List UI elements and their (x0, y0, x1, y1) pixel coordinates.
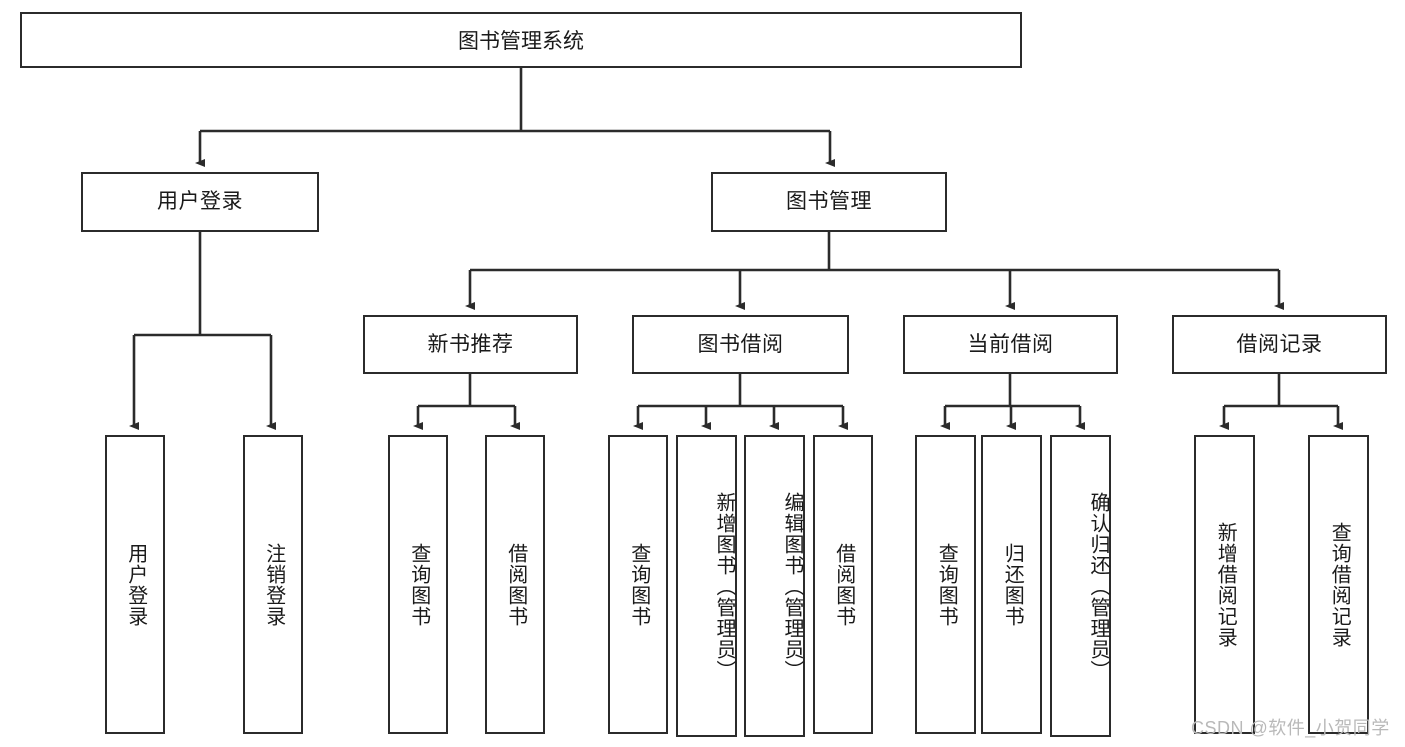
node-leaf-query-book-3[interactable]: 查询图书 (915, 435, 976, 734)
node-leaf-borrow-book-1[interactable]: 借阅图书 (485, 435, 545, 734)
node-leaf-borrow-book-2-label: 借阅图书 (832, 542, 855, 627)
node-leaf-borrow-book-1-label: 借阅图书 (504, 542, 527, 627)
node-current-borrow-label: 当前借阅 (967, 332, 1054, 356)
node-leaf-add-book-label: 新增图书（管理员） (713, 491, 735, 681)
node-leaf-logout[interactable]: 注销登录 (243, 435, 303, 734)
node-leaf-add-record-label: 新增借阅记录 (1214, 521, 1237, 648)
node-new-book-recommend-label: 新书推荐 (427, 332, 514, 356)
node-borrow-record-label: 借阅记录 (1236, 332, 1323, 356)
node-leaf-confirm-return[interactable]: 确认归还（管理员） (1050, 435, 1111, 737)
node-leaf-query-book-1-label: 查询图书 (407, 542, 430, 627)
node-leaf-add-book[interactable]: 新增图书（管理员） (676, 435, 737, 737)
node-leaf-return-book-label: 归还图书 (1001, 542, 1024, 627)
node-leaf-query-book-3-label: 查询图书 (935, 542, 958, 627)
node-book-management[interactable]: 图书管理 (711, 172, 947, 232)
node-leaf-user-login[interactable]: 用户登录 (105, 435, 165, 734)
node-leaf-edit-book-label: 编辑图书（管理员） (781, 491, 803, 681)
node-leaf-query-book-1[interactable]: 查询图书 (388, 435, 448, 734)
node-leaf-query-book-2-label: 查询图书 (627, 542, 650, 627)
node-leaf-add-record[interactable]: 新增借阅记录 (1194, 435, 1255, 734)
node-leaf-user-login-label: 用户登录 (124, 542, 147, 627)
node-book-management-label: 图书管理 (786, 190, 872, 214)
node-leaf-confirm-return-label: 确认归还（管理员） (1087, 491, 1109, 681)
node-root-label: 图书管理系统 (458, 30, 584, 53)
csdn-watermark: CSDN @软件_小贺同学 (1191, 718, 1390, 738)
node-leaf-return-book[interactable]: 归还图书 (981, 435, 1042, 734)
node-new-book-recommend[interactable]: 新书推荐 (363, 315, 578, 374)
node-book-borrow[interactable]: 图书借阅 (632, 315, 849, 374)
node-root[interactable]: 图书管理系统 (20, 12, 1022, 68)
node-leaf-borrow-book-2[interactable]: 借阅图书 (813, 435, 873, 734)
node-leaf-query-record[interactable]: 查询借阅记录 (1308, 435, 1369, 734)
node-leaf-query-record-label: 查询借阅记录 (1328, 521, 1351, 648)
node-leaf-logout-label: 注销登录 (262, 542, 285, 627)
node-user-login[interactable]: 用户登录 (81, 172, 319, 232)
node-borrow-record[interactable]: 借阅记录 (1172, 315, 1387, 374)
node-leaf-query-book-2[interactable]: 查询图书 (608, 435, 668, 734)
node-current-borrow[interactable]: 当前借阅 (903, 315, 1118, 374)
node-user-login-label: 用户登录 (157, 190, 243, 214)
node-leaf-edit-book[interactable]: 编辑图书（管理员） (744, 435, 805, 737)
node-book-borrow-label: 图书借阅 (697, 332, 784, 356)
